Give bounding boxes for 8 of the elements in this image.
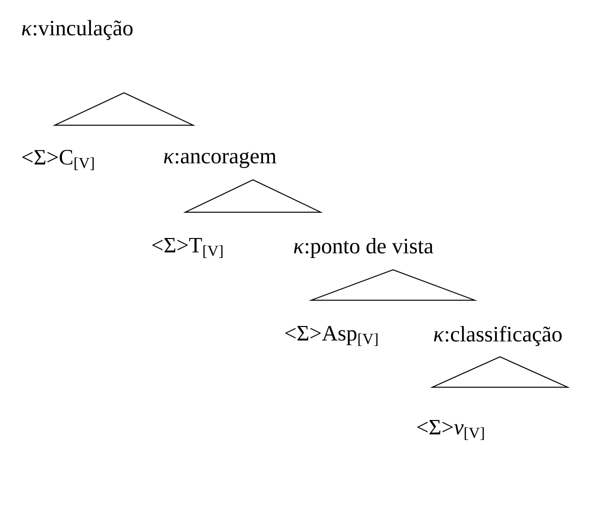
label-text: κ:vinculação	[22, 20, 133, 40]
label-text: <Σ>C$_{[V]}$	[22, 150, 94, 170]
label-text: <Σ>T$_{[V]}$	[152, 238, 222, 258]
label-text: κ:classificação	[434, 326, 562, 346]
label-text: <Σ>Asp$_{[V]}$	[285, 326, 378, 346]
label-text: <Σ>v$_{[V]}$	[417, 420, 484, 440]
label-text: κ:ancoragem	[164, 152, 276, 168]
label-text: κ:ponto de vista	[294, 238, 434, 258]
